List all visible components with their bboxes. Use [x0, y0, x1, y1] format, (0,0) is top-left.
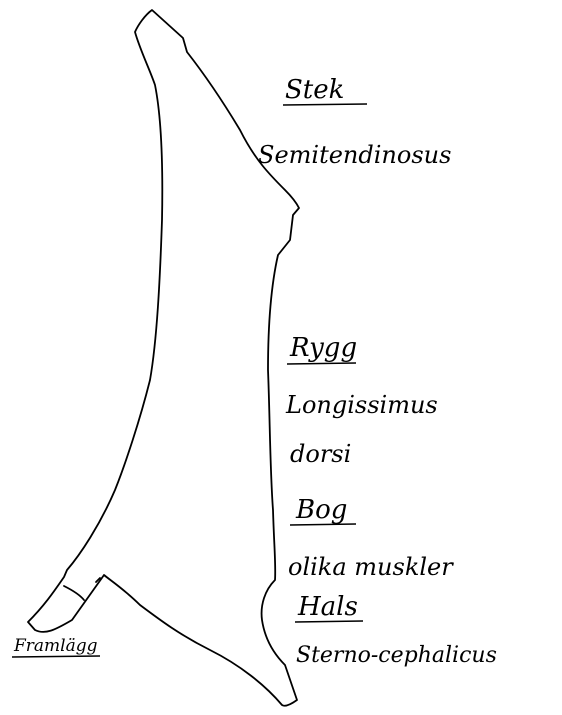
label-bog: Bog — [295, 495, 347, 525]
foreleg-joint-line — [64, 586, 84, 600]
label-rygg: Rygg — [289, 333, 357, 363]
label-sterno-cephalicus: Sterno-cephalicus — [296, 643, 497, 668]
label-olika-muskler: olika muskler — [288, 553, 454, 581]
carcass-outline — [28, 10, 299, 706]
label-longissimus: Longissimus — [285, 391, 438, 419]
label-stek: Stek — [285, 75, 344, 105]
label-dorsi: dorsi — [290, 440, 351, 468]
underline-bog — [290, 524, 356, 525]
label-semitendinosus: Semitendinosus — [258, 141, 451, 169]
label-framlagg: Framlägg — [13, 636, 98, 656]
underline-rygg — [287, 363, 356, 364]
underline-framlagg — [12, 656, 100, 657]
underline-stek — [283, 104, 367, 105]
underline-hals — [295, 621, 363, 622]
label-hals: Hals — [297, 592, 358, 622]
